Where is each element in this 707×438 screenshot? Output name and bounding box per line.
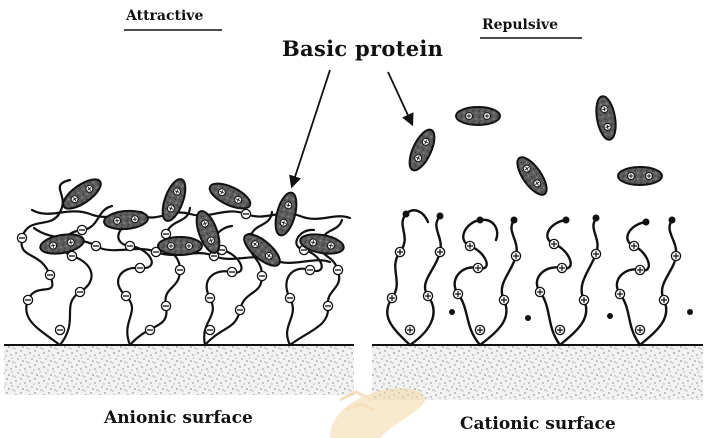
adsorbed-proteins [39, 174, 345, 271]
arrow-to-attractive [292, 70, 330, 186]
arrow-to-repulsive [388, 72, 412, 124]
repulsive-title: Repulsive [482, 17, 558, 33]
cationic-surface-label: Cationic surface [460, 414, 616, 434]
attractive-title: Attractive [126, 8, 203, 24]
anionic-surface-label: Anionic surface [104, 408, 253, 428]
cationic-surface-substrate [372, 345, 703, 400]
basic-protein-label: Basic protein [282, 36, 443, 61]
anionic-surface-substrate [4, 345, 354, 395]
watermark-seal [330, 388, 425, 438]
repelled-proteins [405, 95, 662, 199]
cationic-polymer-brush [387, 210, 676, 345]
